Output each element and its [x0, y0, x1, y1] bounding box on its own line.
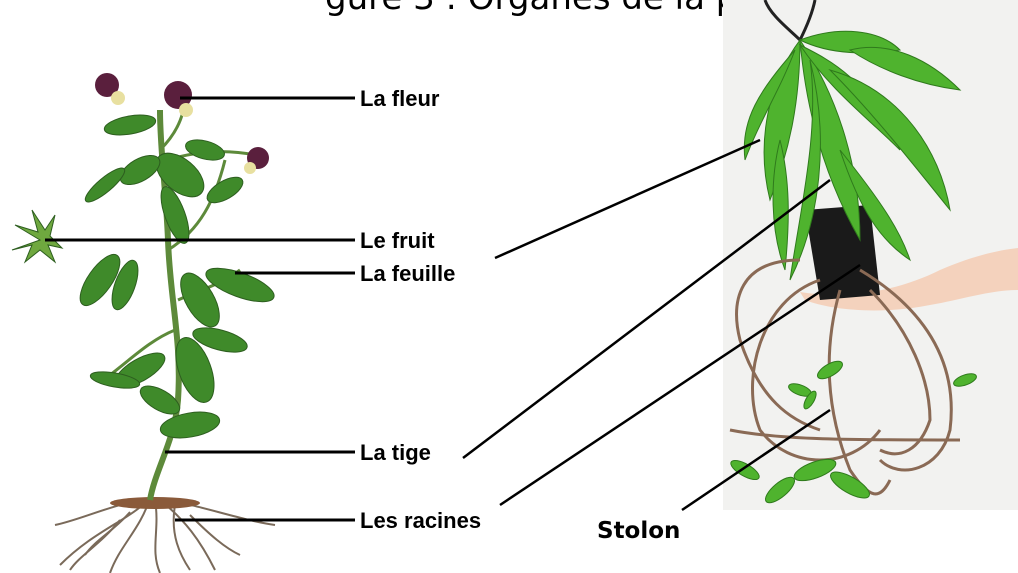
label-fruit: Le fruit	[360, 228, 435, 254]
label-roots: Les racines	[360, 508, 481, 534]
label-stolon: Stolon	[597, 518, 680, 544]
plant-roots	[55, 498, 275, 573]
label-flower: La fleur	[360, 86, 439, 112]
right-plant-photo	[723, 0, 1018, 510]
left-plant-illustration	[12, 73, 278, 573]
label-stem: La tige	[360, 440, 431, 466]
soil-base	[110, 497, 200, 509]
label-leaf: La feuille	[360, 261, 455, 287]
fruit-illustration	[12, 210, 62, 262]
